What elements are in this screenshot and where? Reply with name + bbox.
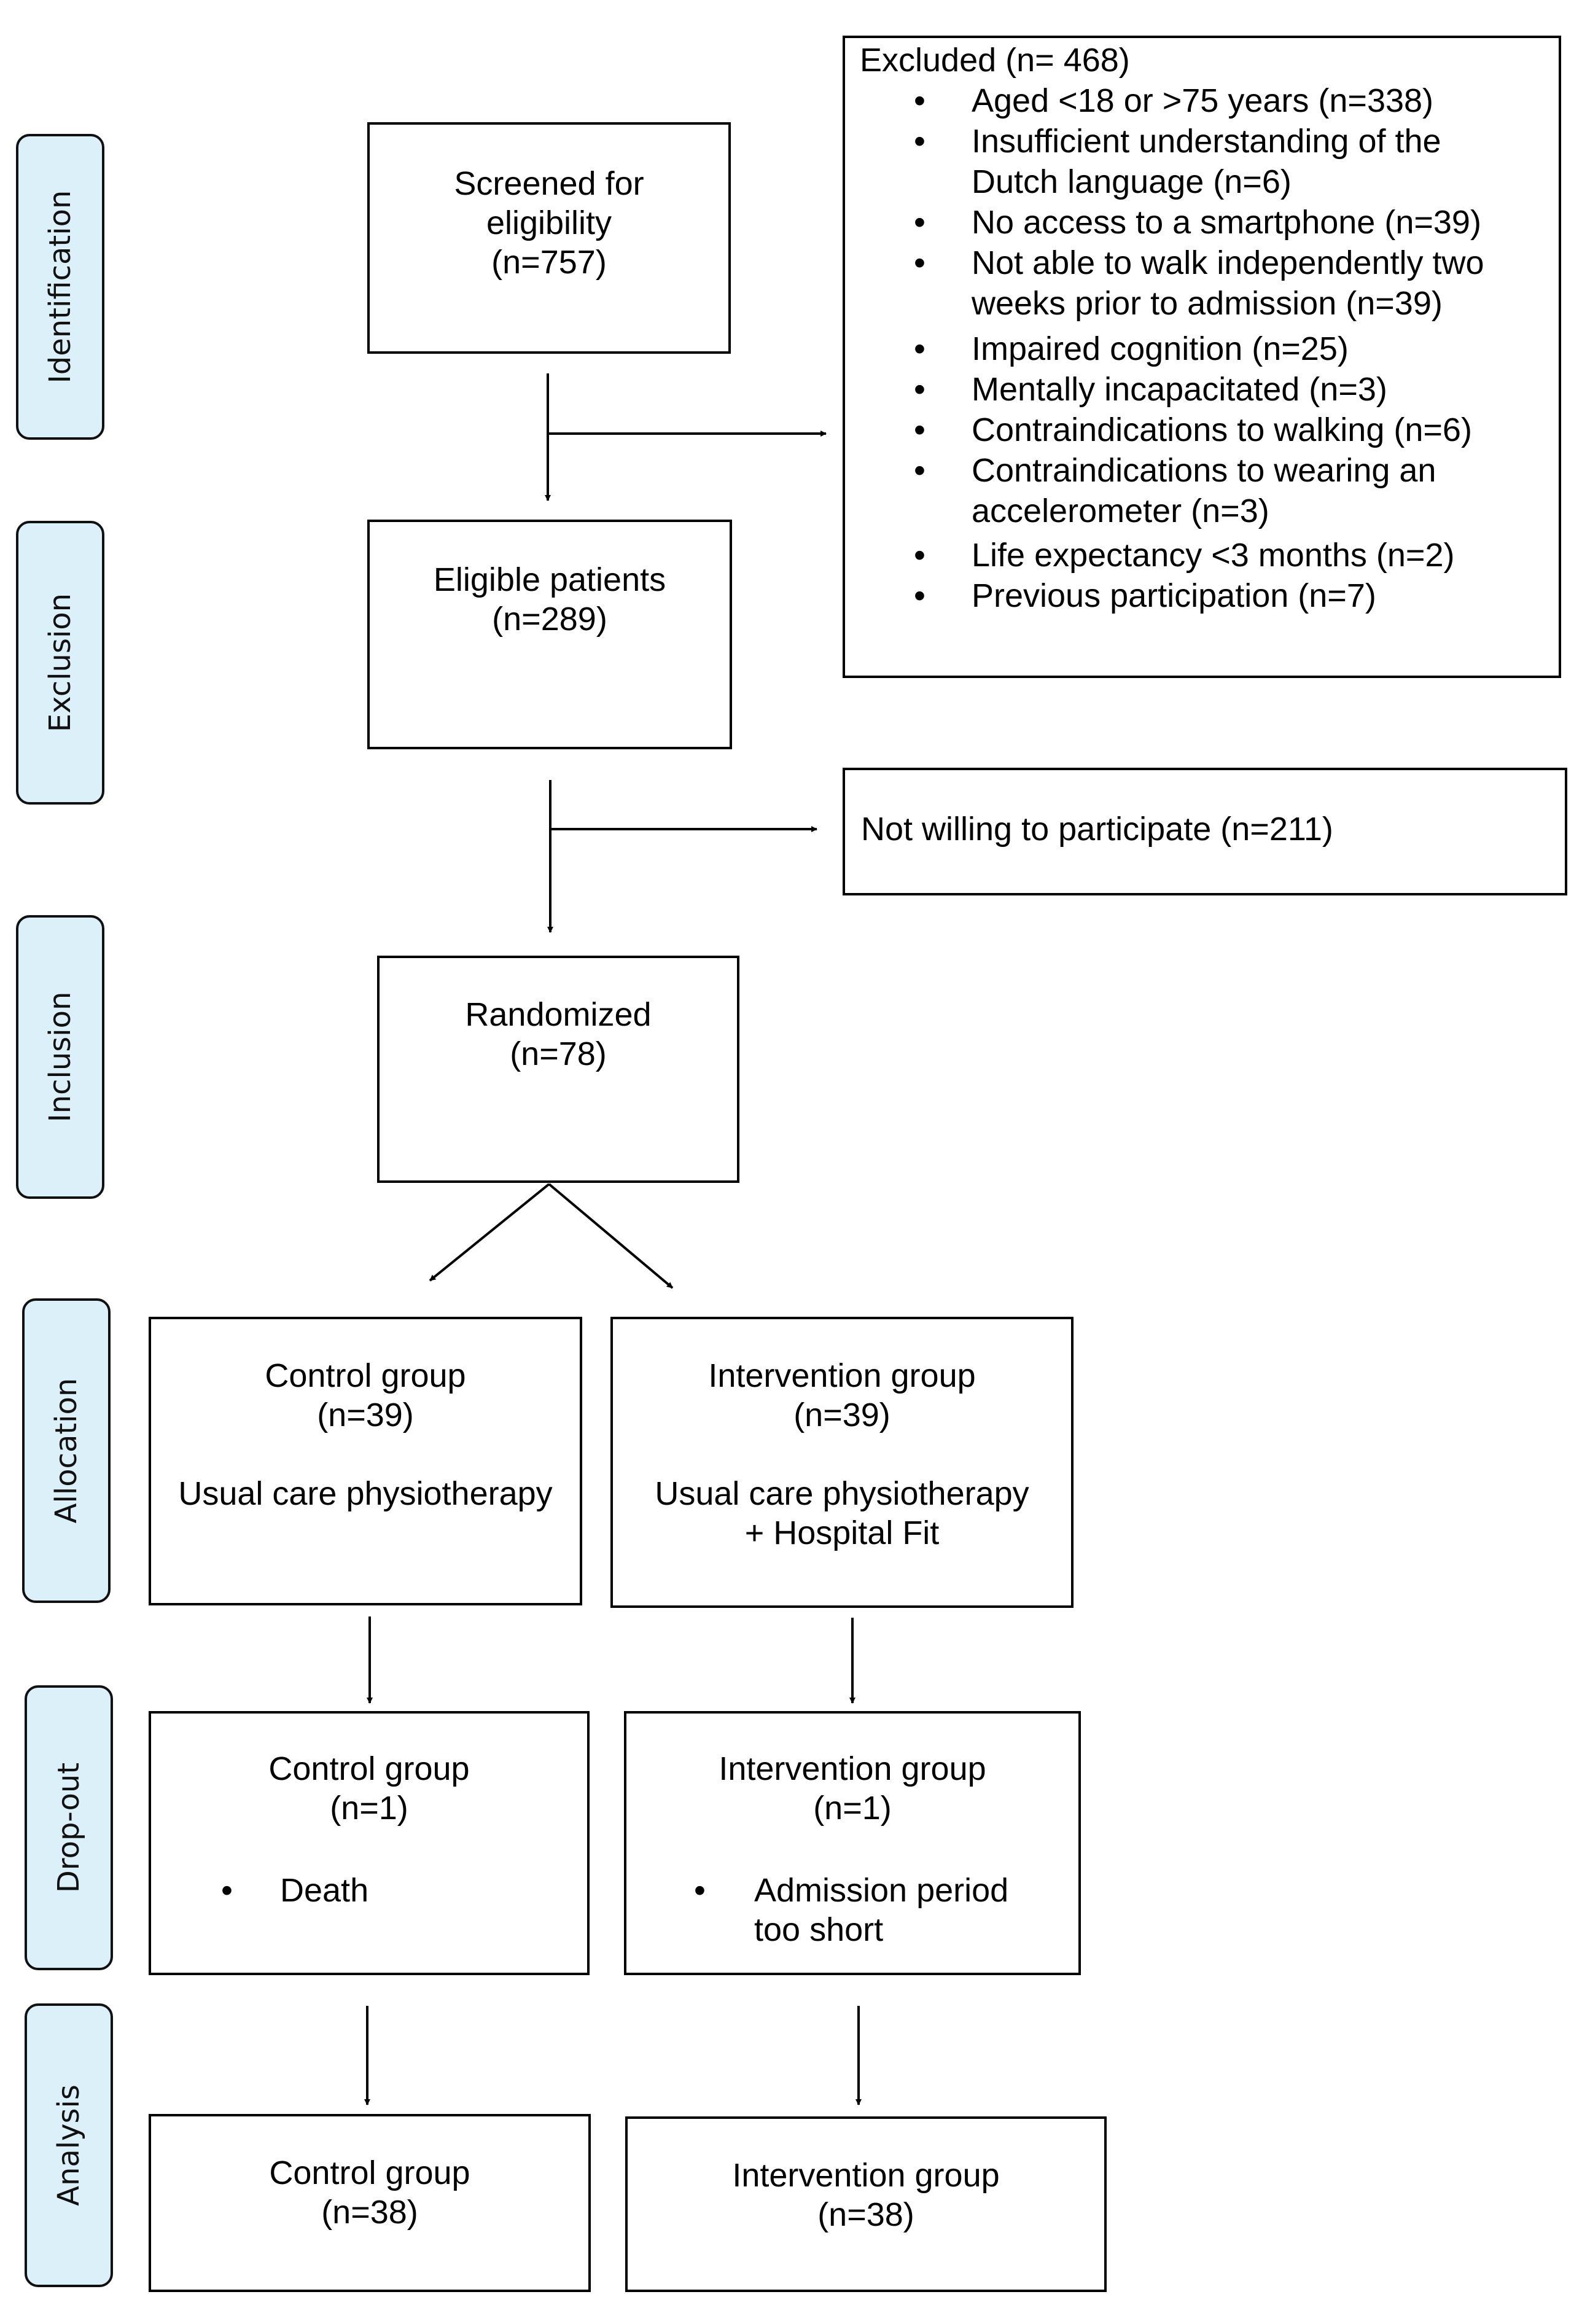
stage-analysis-label: Analysis — [52, 2084, 86, 2206]
dropout-control-bullet: • — [221, 1872, 233, 1909]
analysis-intervention-box: Intervention group (n=38) — [625, 2116, 1107, 2292]
excluded-bullet-icon: • — [914, 330, 926, 367]
eligible-count: (n=289) — [492, 601, 607, 638]
excluded-reason-line: Contraindications to wearing an — [972, 452, 1436, 489]
randomized-count: (n=78) — [510, 1035, 607, 1072]
allocation-control-title: Control group — [265, 1357, 466, 1394]
excluded-bullet-icon: • — [914, 452, 926, 489]
excluded-title: Excluded (n= 468) — [860, 42, 1130, 79]
screened-line2: eligibility — [486, 205, 612, 241]
eligible-line1: Eligible patients — [433, 561, 666, 598]
dropout-control-reason-line1: Death — [280, 1872, 369, 1909]
allocation-control-count: (n=39) — [317, 1397, 414, 1433]
excluded-reason-line: Insufficient understanding of the — [972, 123, 1441, 160]
stage-inclusion: Inclusion — [16, 915, 104, 1199]
stage-identification: Identification — [16, 134, 104, 440]
allocation-intervention-addon: + Hospital Fit — [744, 1515, 940, 1551]
excluded-bullet-icon: • — [914, 204, 926, 241]
allocation-intervention-count: (n=39) — [793, 1397, 890, 1433]
dropout-intervention-reason-line2: too short — [754, 1911, 884, 1948]
screened-box: Screened for eligibility (n=757) — [367, 122, 731, 354]
excluded-reason-line: Life expectancy <3 months (n=2) — [972, 537, 1455, 574]
stage-dropout: Drop-out — [25, 1685, 113, 1970]
excluded-bullet-icon: • — [914, 411, 926, 448]
excluded-reason-line: Contraindications to walking (n=6) — [972, 411, 1472, 448]
not-willing-text: Not willing to participate (n=211) — [861, 811, 1333, 848]
screened-line1: Screened for — [454, 165, 644, 202]
excluded-reason-line: Aged <18 or >75 years (n=338) — [972, 82, 1434, 119]
excluded-bullet-icon: • — [914, 577, 926, 614]
dropout-intervention-count: (n=1) — [813, 1790, 892, 1827]
analysis-control-box: Control group (n=38) — [149, 2114, 591, 2292]
randomized-box: Randomized (n=78) — [377, 956, 739, 1183]
excluded-bullet-icon: • — [914, 244, 926, 281]
stage-allocation: Allocation — [22, 1298, 111, 1603]
arrow-randomized-to-intervention — [548, 1183, 674, 1289]
stage-exclusion-label: Exclusion — [43, 593, 77, 733]
dropout-intervention-bullet: • — [694, 1872, 706, 1909]
excluded-reason-line: weeks prior to admission (n=39) — [972, 285, 1443, 322]
not-willing-box: Not willing to participate (n=211) — [843, 768, 1567, 895]
stage-exclusion: Exclusion — [16, 521, 104, 805]
excluded-reason-line: No access to a smartphone (n=39) — [972, 204, 1481, 241]
excluded-reason-line: Previous participation (n=7) — [972, 577, 1376, 614]
excluded-box: Excluded (n= 468) • Aged <18 or >75 years… — [843, 36, 1561, 678]
analysis-control-title: Control group — [269, 2154, 470, 2191]
allocation-intervention-treatment: Usual care physiotherapy — [655, 1475, 1029, 1512]
dropout-intervention-reason-line1: Admission period — [754, 1872, 1009, 1909]
dropout-intervention-box: Intervention group (n=1) • Admission per… — [624, 1711, 1081, 1975]
screened-count: (n=757) — [491, 244, 607, 281]
stage-inclusion-label: Inclusion — [43, 991, 77, 1123]
excluded-reason-line: Not able to walk independently two — [972, 244, 1484, 281]
allocation-intervention-title: Intervention group — [708, 1357, 976, 1394]
eligible-box: Eligible patients (n=289) — [367, 520, 732, 749]
analysis-control-count: (n=38) — [321, 2194, 418, 2231]
stage-analysis: Analysis — [25, 2003, 113, 2287]
analysis-intervention-count: (n=38) — [817, 2196, 914, 2233]
analysis-intervention-title: Intervention group — [732, 2157, 1000, 2194]
allocation-intervention-box: Intervention group (n=39) Usual care phy… — [610, 1317, 1074, 1608]
excluded-bullet-icon: • — [914, 123, 926, 160]
excluded-bullet-icon: • — [914, 82, 926, 119]
stage-dropout-label: Drop-out — [52, 1762, 86, 1893]
allocation-control-box: Control group (n=39) Usual care physioth… — [149, 1317, 582, 1605]
stage-allocation-label: Allocation — [49, 1378, 84, 1524]
dropout-control-box: Control group (n=1) • Death — [149, 1711, 590, 1975]
randomized-line1: Randomized — [465, 996, 652, 1033]
excluded-reason-line: Impaired cognition (n=25) — [972, 330, 1349, 367]
excluded-reason-line: Mentally incapacitated (n=3) — [972, 371, 1387, 408]
allocation-control-treatment: Usual care physiotherapy — [178, 1475, 553, 1512]
dropout-intervention-title: Intervention group — [719, 1750, 986, 1787]
excluded-reason-line: Dutch language (n=6) — [972, 163, 1292, 200]
excluded-bullet-icon: • — [914, 537, 926, 574]
excluded-bullet-icon: • — [914, 371, 926, 408]
excluded-reason-line: accelerometer (n=3) — [972, 493, 1269, 529]
stage-identification-label: Identification — [43, 190, 77, 384]
arrow-randomized-to-control — [429, 1183, 550, 1282]
dropout-control-title: Control group — [268, 1750, 470, 1787]
dropout-control-count: (n=1) — [330, 1790, 408, 1827]
